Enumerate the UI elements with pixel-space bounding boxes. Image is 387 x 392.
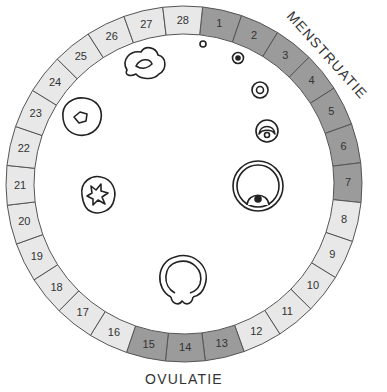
day-number: 15 [143,339,155,350]
day-number: 24 [49,77,61,88]
follicle-wall [233,161,283,211]
follicle-wall [233,53,244,64]
corpus-luteum-core [74,112,87,123]
day-number: 9 [329,249,335,260]
secondary-follicle [252,82,268,98]
segment-fill [165,333,205,362]
day-number: 3 [282,50,288,61]
day-number: 6 [341,141,347,152]
day-number: 8 [341,214,347,225]
corpus-luteum-wall [82,177,115,213]
follicle-inner-wall [237,165,279,207]
segment-fill [325,124,361,166]
oocyte [236,56,240,60]
day-number: 16 [108,327,120,338]
day-number: 4 [308,75,314,86]
released-oocyte [171,297,193,304]
day-number: 21 [14,180,26,191]
day-number: 25 [75,51,87,62]
cycle-day-segment: 28 [160,4,205,38]
corpus-luteum [82,177,115,213]
corpus-albicans [125,48,165,79]
cycle-day-segment: 20 [5,199,45,247]
follicle-wall [160,256,206,297]
day-number: 20 [18,216,30,227]
day-number: 7 [345,177,351,188]
segment-fill [6,165,35,205]
oocyte [265,133,270,138]
day-number: 10 [307,280,319,291]
day-number: 13 [216,338,228,349]
antral-follicle [256,120,278,142]
day-number: 11 [281,306,292,317]
corpus-luteum-wall [63,98,102,135]
day-number: 2 [251,30,257,41]
segment-fill [124,7,166,43]
primordial-follicle [200,41,206,47]
day-number: 14 [179,342,191,353]
follicle-stages [63,41,283,304]
ruptured-follicle [160,256,206,304]
day-number: 22 [18,143,30,154]
segment-fill [202,325,244,361]
corpus-albicans-wall [125,48,165,79]
day-number: 5 [328,106,334,117]
day-number: 12 [250,326,262,337]
phase-label: OVULATIE [145,372,223,386]
segment-fill [163,6,203,35]
cycle-day-segment: 13 [199,323,247,363]
day-number: 28 [177,15,189,26]
cycle-day-segment: 6 [323,121,363,169]
regressing-corpus-luteum [63,98,102,135]
day-number: 27 [140,19,152,30]
cycle-day-segment: 27 [121,5,169,45]
day-number: 17 [77,307,89,318]
day-number: 19 [31,251,43,262]
primary-follicle [233,53,244,64]
day-number: 23 [30,108,42,119]
corpus-luteum-core [87,184,108,205]
oocyte [257,87,264,94]
day-number: 1 [216,18,222,29]
follicle-wall [256,120,278,142]
cumulus [247,195,269,205]
oocyte [255,196,261,202]
corpus-albicans-core [136,60,152,68]
cycle-day-segment: 14 [163,330,208,364]
cycle-day-segment: 21 [4,163,38,208]
cycle-day-segment: 7 [330,160,364,205]
segment-fill [333,163,362,203]
day-number: 18 [50,282,62,293]
segment-fill [7,202,43,244]
follicle-inner-wall [166,261,201,293]
graafian-follicle [233,161,283,211]
follicle-wall [252,82,268,98]
day-number: 26 [106,31,118,42]
